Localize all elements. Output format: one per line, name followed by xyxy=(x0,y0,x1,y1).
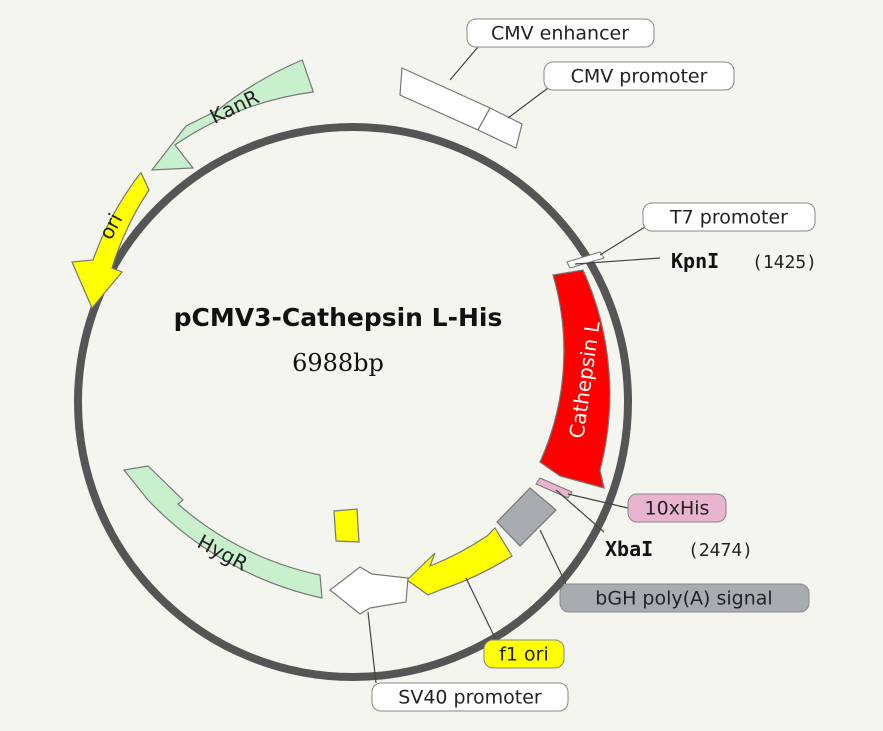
feature-small-box xyxy=(333,508,360,543)
label-cmv-promoter: CMV promoter xyxy=(571,66,708,88)
site-kpni-position: (1425) xyxy=(752,252,817,273)
label-t7: T7 promoter xyxy=(669,207,788,229)
site-xbai-name: XbaI xyxy=(605,537,653,561)
label-box-cmv-enhancer xyxy=(466,18,655,48)
feature-cmv-enhancer xyxy=(399,67,491,131)
feature-cathepsin xyxy=(539,269,611,489)
plasmid-size: 6988bp xyxy=(292,349,384,377)
feature-his xyxy=(535,477,573,499)
feature-kanr xyxy=(150,59,315,171)
label-box-t7 xyxy=(642,202,816,232)
feature-f1ori xyxy=(406,527,513,596)
label-cmv-enhancer: CMV enhancer xyxy=(491,23,629,45)
label-box-sv40 xyxy=(371,682,569,712)
feature-hygr xyxy=(122,465,323,599)
plasmid-backbone xyxy=(74,123,632,681)
feature-cmv-promoter xyxy=(477,107,523,149)
site-kpni-name: KpnI xyxy=(671,249,719,273)
site-xbai-position: (2474) xyxy=(688,540,753,561)
feature-bgh xyxy=(496,487,557,547)
label-box-f1ori xyxy=(483,639,565,669)
label-box-bgh xyxy=(559,583,810,613)
label-sv40: SV40 promoter xyxy=(398,687,542,709)
label-box-cmv-promoter xyxy=(543,61,735,91)
label-his: 10xHis xyxy=(645,498,710,520)
label-box-his xyxy=(627,493,727,523)
leader-lines xyxy=(367,46,661,684)
label-f1ori: f1 ori xyxy=(499,644,549,666)
feature-ori xyxy=(71,171,150,310)
feature-label-kanr: KanR xyxy=(206,85,263,129)
label-bgh: bGH poly(A) signal xyxy=(595,588,772,610)
plasmid-title: pCMV3-Cathepsin L-His xyxy=(174,303,503,332)
feature-sv40 xyxy=(329,566,409,615)
